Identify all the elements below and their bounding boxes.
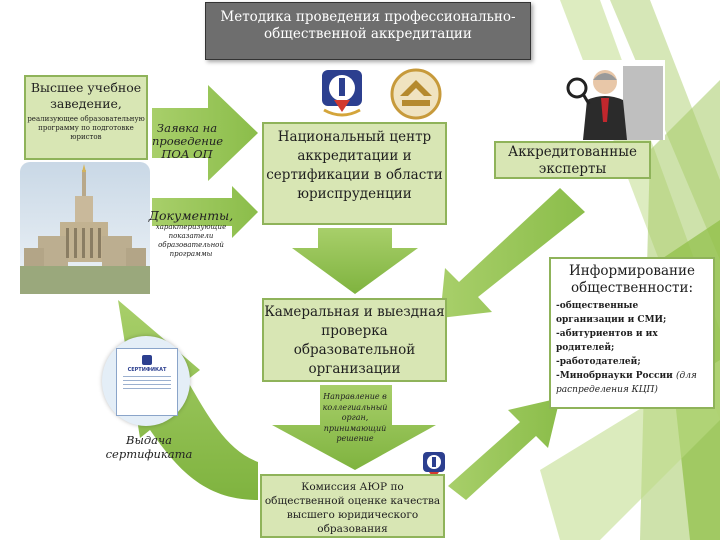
information-item: -Минобрнауки России (для распределения К… [556,369,708,397]
arrow-commission-info [448,398,560,500]
justice-emblem-icon [318,66,366,120]
expert-photo-image [565,60,665,140]
certificate-emblem-icon [142,355,152,365]
commission-box: Комиссия АЮР по общественной оценке каче… [260,474,445,538]
university-desc: реализующее образовательную программу по… [26,115,146,142]
national-center-box: Национальный центр аккредитации и сертиф… [262,122,447,225]
information-item: -абитуриентов и их родителей; [556,327,708,355]
documents-heading: Документы, [148,209,234,223]
certificate-image: СЕРТИФИКАТ [102,336,190,426]
university-building-image [20,162,150,294]
information-heading: Информирование общественности: [556,263,708,297]
documents-note: Документы, характеризующие показатели об… [148,209,234,259]
information-box: Информирование общественности: -обществе… [549,257,715,409]
information-item: -работодателей; [556,355,708,369]
arrow-down-review [292,228,418,294]
direction-note: Направление в коллегиальный орган, прини… [315,392,395,445]
university-heading: Высшее учебное заведение, [26,80,146,112]
certificate-sheet: СЕРТИФИКАТ [116,348,178,416]
page-title: Методика проведения профессионально-обще… [205,2,531,60]
certificate-heading: СЕРТИФИКАТ [117,367,177,373]
ayur-logo-icon [388,66,444,122]
information-item: -общественные организации и СМИ; [556,299,708,327]
certificate-note: Выдача сертификата [101,433,197,461]
documents-desc: характеризующие показатели образовательн… [148,223,234,259]
application-note: Заявка на проведение ПОА ОП [152,122,222,161]
review-box: Камеральная и выездная проверка образова… [262,298,447,382]
experts-box: Аккредитованные эксперты [494,141,651,179]
university-box: Высшее учебное заведение, реализующее об… [24,75,148,160]
information-item-text: -Минобрнауки России [556,371,673,381]
